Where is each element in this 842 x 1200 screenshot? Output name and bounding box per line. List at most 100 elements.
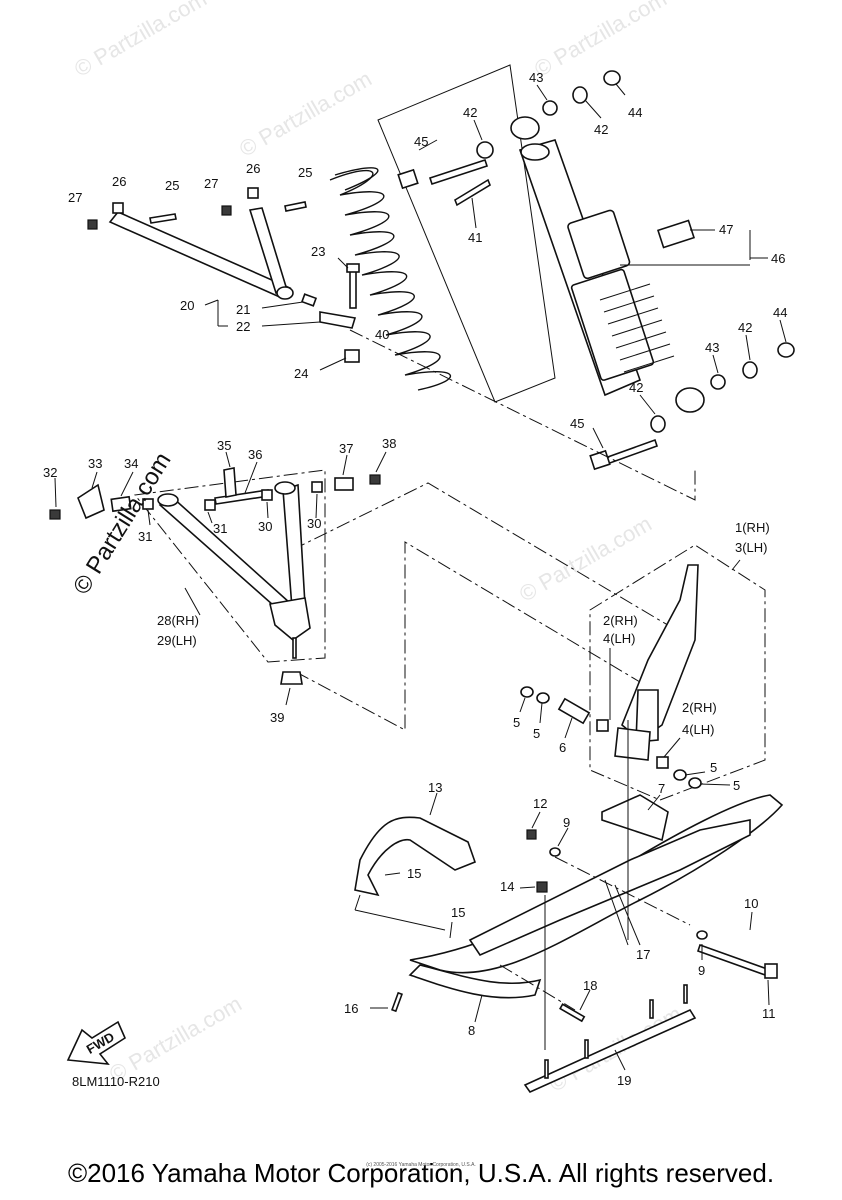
leader-lines-shock [418, 83, 787, 449]
callout-29: 29(LH) [157, 633, 197, 648]
copyright-notice: ©2016 Yamaha Motor Corporation, U.S.A. A… [67, 1158, 775, 1188]
callout-27: 27 [204, 176, 218, 191]
callout-25: 25 [298, 165, 312, 180]
lower-arm-outline [134, 469, 326, 663]
callout-16: 16 [344, 1001, 358, 1016]
bolt-45 [603, 438, 659, 466]
callout-42: 42 [463, 105, 477, 120]
callout-labels: 1(RH) 3(LH) 2(RH) 4(LH) 2(RH) 4(LH) 5 5 … [43, 70, 787, 1088]
bushing-31 [142, 498, 154, 510]
washer-9 [549, 847, 561, 857]
callout-30: 30 [307, 516, 321, 531]
callout-12: 12 [533, 796, 547, 811]
collar-42 [476, 141, 494, 159]
rubber-7 [601, 794, 669, 842]
bolt-25 [149, 213, 177, 224]
callout-44: 44 [628, 105, 642, 120]
callout-24: 24 [294, 366, 308, 381]
runner-stud [544, 1059, 549, 1079]
callout-39: 39 [270, 710, 284, 725]
bracket-33 [77, 483, 105, 520]
callout-17: 17 [636, 947, 650, 962]
callout-25: 25 [165, 178, 179, 193]
ski [408, 794, 784, 999]
callout-4: 4(LH) [603, 631, 636, 646]
bolt-36 [214, 489, 270, 505]
runner-stud [683, 984, 688, 1004]
nut-27 [87, 219, 98, 230]
handle-13 [354, 816, 477, 897]
callout-1: 1(RH) [735, 520, 770, 535]
callout-30: 30 [258, 519, 272, 534]
bushing-34 [110, 495, 132, 513]
callout-31: 31 [138, 529, 152, 544]
leader-lines-ski [354, 720, 770, 1071]
callout-45: 45 [570, 416, 584, 431]
bolt-35 [223, 467, 237, 498]
assembly-guide [291, 482, 694, 641]
callout-5: 5 [513, 715, 520, 730]
callout-45: 45 [414, 134, 428, 149]
callout-26: 26 [246, 161, 260, 176]
callout-46: 46 [771, 251, 785, 266]
nut-44 [603, 70, 621, 86]
bushing-26 [112, 202, 124, 214]
callout-2: 2(RH) [682, 700, 717, 715]
callout-31: 31 [213, 521, 227, 536]
diagram-code: 8LM1110-R210 [72, 1074, 160, 1089]
bushing-6 [557, 697, 591, 725]
washer-5 [673, 769, 687, 781]
callout-37: 37 [339, 441, 353, 456]
coil-spring [329, 167, 451, 391]
bushing-31 [204, 499, 216, 511]
callout-35: 35 [217, 438, 231, 453]
callout-2: 2(RH) [603, 613, 638, 628]
callout-10: 10 [744, 896, 758, 911]
collar-4 [596, 719, 609, 732]
callout-4: 4(LH) [682, 722, 715, 737]
shock-group-outline [377, 64, 556, 403]
callout-42: 42 [594, 122, 608, 137]
lower-arm [157, 481, 311, 659]
callout-42: 42 [738, 320, 752, 335]
pin-41 [454, 178, 491, 207]
callout-15: 15 [407, 866, 421, 881]
assembly-guide [349, 329, 696, 501]
leader-lines-upper [204, 257, 349, 371]
washer-5 [688, 777, 702, 789]
leader-lines-lower [54, 451, 387, 706]
callout-40: 40 [375, 327, 389, 342]
spindle [614, 564, 699, 761]
label-47 [656, 219, 696, 249]
callout-6: 6 [559, 740, 566, 755]
callout-32: 32 [43, 465, 57, 480]
callout-5: 5 [710, 760, 717, 775]
washer-5 [520, 686, 534, 698]
callout-44: 44 [773, 305, 787, 320]
bushing-43 [710, 374, 726, 390]
callout-34: 34 [124, 456, 138, 471]
callout-23: 23 [311, 244, 325, 259]
collar-42 [572, 86, 588, 104]
bushing-26 [247, 187, 259, 199]
collar-4 [656, 756, 669, 769]
nut-12 [526, 829, 537, 840]
callout-8: 8 [468, 1023, 475, 1038]
bolt-45 [428, 158, 489, 186]
callout-13: 13 [428, 780, 442, 795]
bushing-37 [334, 477, 354, 491]
collar-30 [261, 489, 273, 501]
callout-18: 18 [583, 978, 597, 993]
callout-14: 14 [500, 879, 514, 894]
bolt-25 [284, 201, 307, 212]
runner-stud [649, 999, 654, 1019]
washer-9 [696, 930, 708, 940]
assembly-guide [554, 856, 691, 926]
spindle-outline [589, 544, 766, 801]
callout-36: 36 [248, 447, 262, 462]
callout-42: 42 [629, 380, 643, 395]
nut-27 [221, 205, 232, 216]
collar-42 [742, 361, 758, 379]
callout-27: 27 [68, 190, 82, 205]
washer-5 [536, 692, 550, 704]
